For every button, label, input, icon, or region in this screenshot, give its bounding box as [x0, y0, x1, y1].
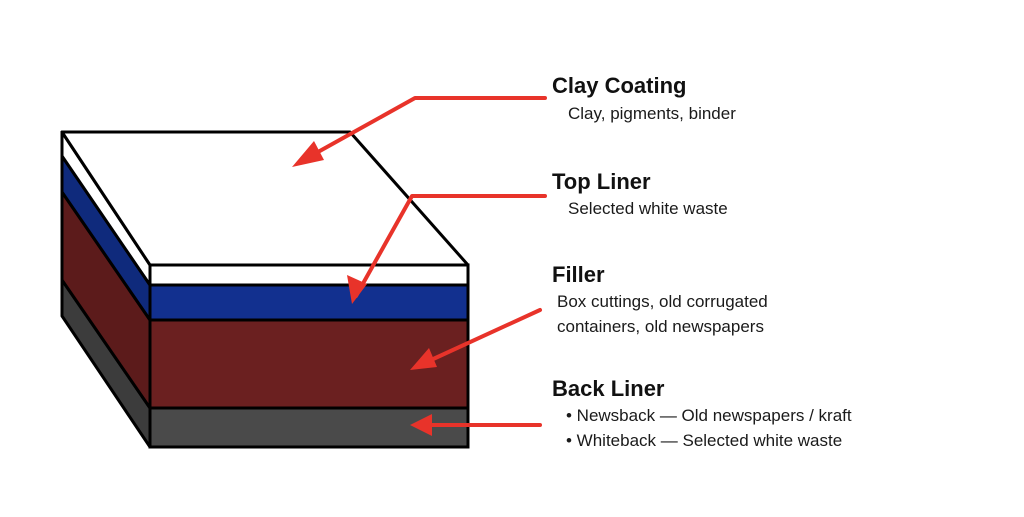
back-liner-title: Back Liner	[552, 376, 665, 401]
arrow-filler	[410, 308, 542, 370]
arrow-clay-coating	[292, 96, 547, 167]
filler-desc-line-1: Box cuttings, old corrugated	[557, 292, 768, 311]
clay-coating-title: Clay Coating	[552, 73, 687, 98]
back-liner-newsback: • Newsback — Old newspapers / kraft	[566, 406, 852, 425]
top-liner-title: Top Liner	[552, 169, 651, 194]
top-liner-desc: Selected white waste	[568, 199, 728, 218]
front-face-top-liner	[148, 283, 470, 322]
clay-coating-desc: Clay, pigments, binder	[568, 104, 736, 123]
arrow-back-liner	[410, 414, 542, 436]
filler-desc-line-2: containers, old newspapers	[557, 317, 764, 336]
front-face-filler	[148, 318, 470, 410]
filler-title: Filler	[552, 262, 605, 287]
back-liner-whiteback: • Whiteback — Selected white waste	[566, 431, 843, 450]
arrow-top-liner	[347, 194, 547, 304]
front-face-clay-coating	[148, 263, 470, 287]
